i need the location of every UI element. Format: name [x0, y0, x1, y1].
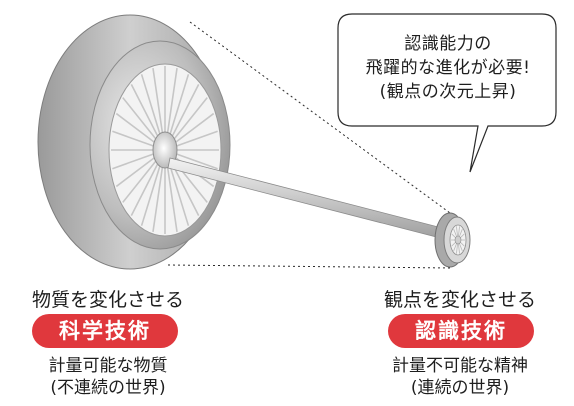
large-wheel-spoke	[170, 161, 200, 217]
large-wheel-spoke	[170, 83, 200, 139]
large-wheel-spoke	[112, 152, 156, 170]
large-wheel-spoke	[174, 130, 218, 148]
perspective-line-top	[189, 21, 451, 214]
science-technology-badge: 科学技術	[32, 314, 178, 348]
large-wheel	[37, 14, 231, 270]
small-wheel	[434, 212, 471, 268]
large-wheel-spoke	[115, 112, 157, 145]
large-wheel-spoke	[174, 152, 218, 170]
large-wheel-spoke	[172, 97, 208, 142]
large-wheel-spoke	[122, 97, 158, 142]
left-caption: 物質を変化させる	[31, 289, 184, 311]
speech-bubble	[337, 13, 557, 173]
large-wheel-spoke	[130, 83, 160, 139]
large-wheel-spoke	[152, 67, 164, 136]
large-wheel-spoke	[130, 161, 160, 217]
large-wheel-spoke	[166, 164, 178, 233]
bubble-line-1: 認識能力の	[404, 34, 492, 54]
large-wheel-spoke	[140, 163, 162, 226]
right-sub-2: (連続の世界)	[410, 378, 510, 398]
large-wheel-spoke	[122, 158, 158, 203]
large-wheel-spoke	[140, 74, 162, 137]
left-sub-1: 計量可能な物質	[48, 356, 168, 376]
right-sub-1: 計量不可能な精神	[392, 356, 528, 376]
large-wheel-spoke	[112, 130, 156, 148]
right-caption: 観点を変化させる	[383, 289, 536, 311]
large-wheel-spoke	[173, 112, 215, 145]
large-wheel-spoke	[168, 163, 190, 226]
large-wheel-spoke	[166, 67, 178, 136]
bubble-line-2: 飛躍的な進化が必要!	[365, 58, 531, 78]
perspective-line-bottom	[167, 264, 453, 269]
cognitive-technology-badge: 認識技術	[388, 314, 534, 348]
large-wheel-spoke	[168, 74, 190, 137]
bubble-line-3: (観点の次元上昇)	[379, 82, 517, 102]
large-wheel-spoke	[115, 155, 157, 188]
left-sub-2: (不連続の世界)	[50, 378, 166, 398]
large-wheel-spoke	[152, 164, 164, 233]
